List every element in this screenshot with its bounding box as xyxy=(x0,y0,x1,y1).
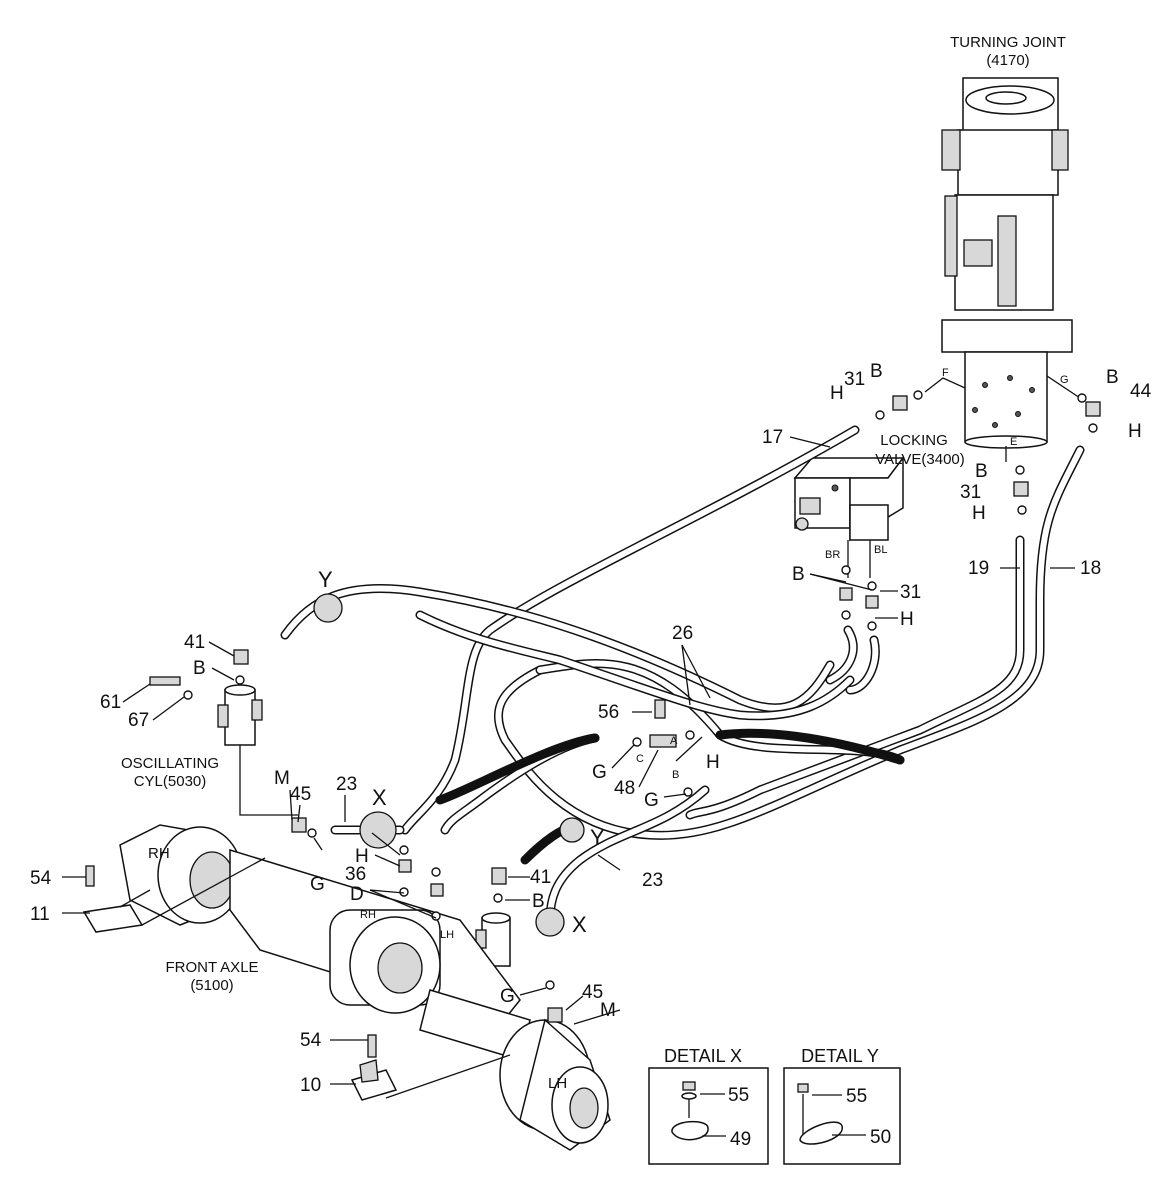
callout-b: B xyxy=(1106,367,1119,388)
callout-10: 10 xyxy=(300,1075,321,1096)
callout-h: H xyxy=(1128,421,1142,442)
callout-54: 54 xyxy=(300,1030,322,1051)
callout-h: H xyxy=(972,503,986,524)
callout-45: 45 xyxy=(582,982,603,1003)
port-f-label: F xyxy=(942,367,949,379)
callout-67: 67 xyxy=(128,710,149,731)
callout-41: 41 xyxy=(530,867,551,888)
port-c-label: C xyxy=(636,753,644,765)
callout-31: 31 xyxy=(960,482,981,503)
callout-44: 44 xyxy=(1130,381,1152,402)
locking-valve-label-1: LOCKING xyxy=(880,432,948,449)
turning-joint-label: TURNING JOINT xyxy=(950,34,1066,51)
callout-41: 41 xyxy=(184,632,205,653)
port-b-label: B xyxy=(672,769,679,781)
clamp-markers xyxy=(313,593,585,937)
leader-lines xyxy=(62,436,1075,1085)
callout-31: 31 xyxy=(844,369,865,390)
callout-23: 23 xyxy=(336,774,357,795)
detail-x-title: DETAIL X xyxy=(664,1046,742,1066)
callout-m: M xyxy=(274,768,290,789)
callout-b: B xyxy=(870,361,883,382)
callout-y: Y xyxy=(590,825,605,850)
turning-joint xyxy=(941,77,1073,449)
callout-g: G xyxy=(644,790,659,811)
detail-y-clamp: 50 xyxy=(870,1127,891,1148)
callout-26: 26 xyxy=(672,623,693,644)
callout-h: H xyxy=(900,609,914,630)
detail-x-bolt: 55 xyxy=(728,1085,749,1106)
callout-g: G xyxy=(592,762,607,783)
port-a-label: A xyxy=(670,735,678,747)
front-axle-label-1: FRONT AXLE xyxy=(165,959,258,976)
port-e-label: E xyxy=(1010,436,1017,448)
bracket-11 xyxy=(82,857,266,933)
front-axle-label-2: (5100) xyxy=(190,977,233,994)
oscillating-cyl-label-2: CYL(5030) xyxy=(134,773,207,790)
rh-hub-label: RH xyxy=(148,845,170,862)
front-axle xyxy=(119,824,611,1151)
callout-45: 45 xyxy=(290,784,311,805)
callout-b: B xyxy=(792,564,805,585)
callout-y: Y xyxy=(318,567,333,592)
locking-valve xyxy=(793,455,905,542)
callout-b: B xyxy=(975,461,988,482)
callout-36: 36 xyxy=(345,864,366,885)
callout-56: 56 xyxy=(598,702,619,723)
callout-48: 48 xyxy=(614,778,635,799)
callout-h: H xyxy=(830,383,844,404)
callout-61: 61 xyxy=(100,692,121,713)
oscillating-cyl-label-1: OSCILLATING xyxy=(121,755,219,772)
callout-x: X xyxy=(372,785,387,810)
lh-port-label: LH xyxy=(440,929,454,941)
callout-18: 18 xyxy=(1080,558,1101,579)
detail-y: DETAIL Y 55 50 xyxy=(783,1046,901,1165)
hose-routing xyxy=(280,425,1085,925)
callout-m: M xyxy=(600,1000,616,1021)
callout-x: X xyxy=(572,912,587,937)
callout-d: D xyxy=(350,884,364,905)
port-bl-label: BL xyxy=(874,544,887,556)
callout-g: G xyxy=(500,986,515,1007)
callout-11: 11 xyxy=(30,904,50,925)
detail-x-clamp: 49 xyxy=(730,1129,751,1150)
callout-54: 54 xyxy=(30,868,52,889)
callout-b: B xyxy=(532,891,545,912)
bracket-10 xyxy=(350,1054,511,1101)
detail-x: DETAIL X 55 49 xyxy=(648,1046,769,1165)
detail-y-bolt: 55 xyxy=(846,1086,867,1107)
callout-h: H xyxy=(355,846,369,867)
callout-17: 17 xyxy=(762,427,783,448)
callout-31: 31 xyxy=(900,582,921,603)
callout-g: G xyxy=(310,874,325,895)
locking-valve-label-2: VALVE(3400) xyxy=(875,451,965,468)
lh-hub-label: LH xyxy=(548,1075,567,1092)
port-g-label: G xyxy=(1060,374,1069,386)
port-br-label: BR xyxy=(825,549,840,561)
callout-19: 19 xyxy=(968,558,989,579)
rh-port-label: RH xyxy=(360,909,376,921)
callout-b: B xyxy=(193,658,206,679)
turning-joint-code: (4170) xyxy=(986,52,1029,69)
oscillating-cylinder-upper xyxy=(217,684,263,746)
callout-23: 23 xyxy=(642,870,663,891)
detail-y-title: DETAIL Y xyxy=(801,1046,879,1066)
callout-h: H xyxy=(706,752,720,773)
